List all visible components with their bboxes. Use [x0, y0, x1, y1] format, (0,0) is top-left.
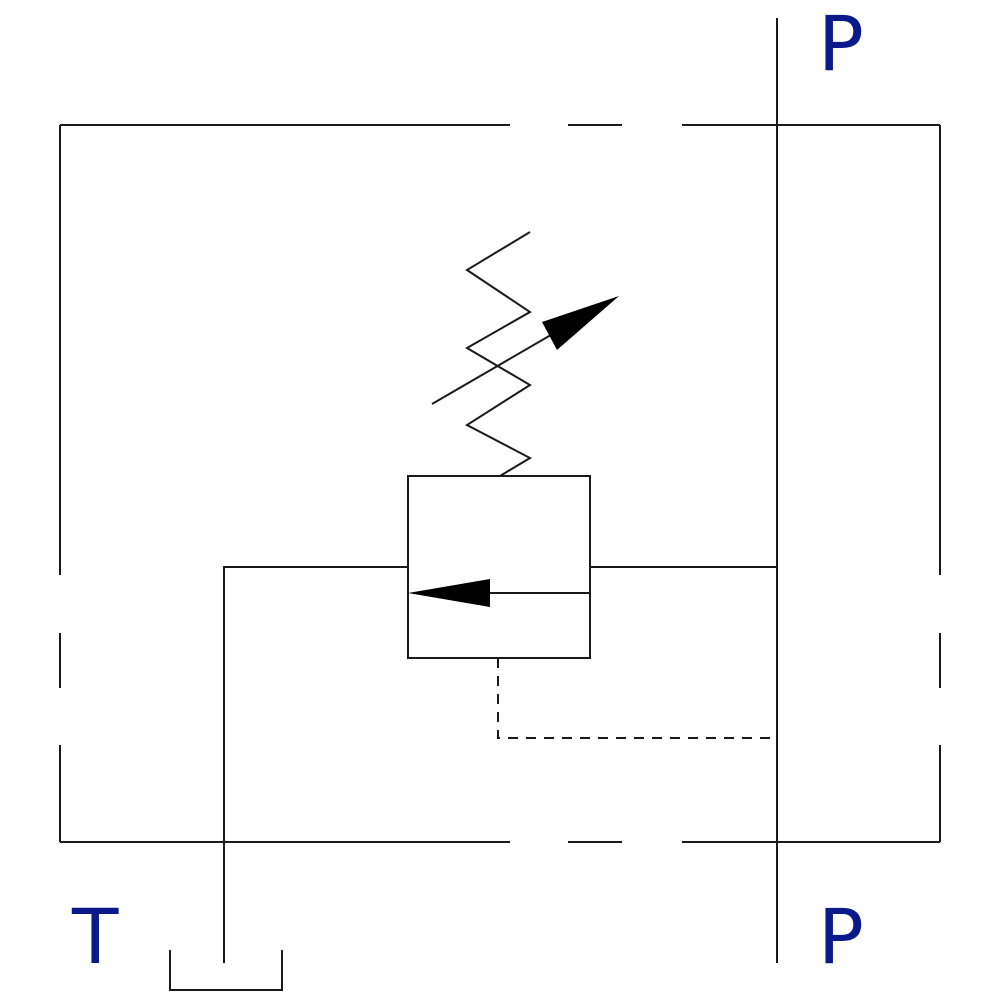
port-label-tank: T: [71, 892, 119, 981]
tank-symbol: [169, 950, 283, 991]
adjustable-arrowhead: [542, 296, 619, 350]
valve-to-tank-line: [223, 566, 408, 963]
port-label-pressure-top: P: [818, 0, 864, 88]
adjustable-arrow: [431, 296, 619, 405]
enclosure-outline: [59, 124, 941, 843]
flow-arrow: [408, 579, 590, 607]
port-label-pressure-bottom: P: [818, 892, 864, 981]
spring-symbol: [465, 231, 533, 477]
pilot-line: [497, 658, 777, 739]
flow-arrowhead: [408, 579, 490, 607]
valve-body: [407, 475, 591, 659]
